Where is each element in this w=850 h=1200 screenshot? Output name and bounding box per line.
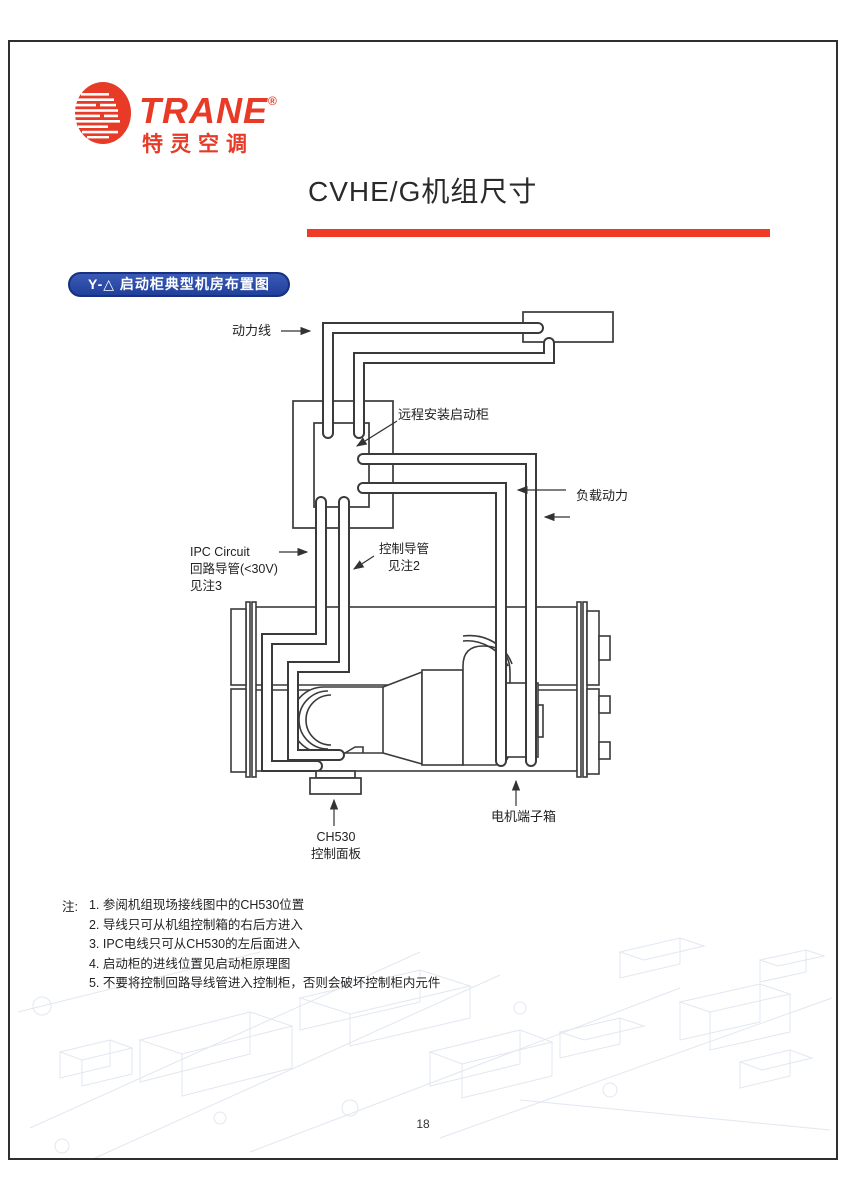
label-power-line: 动力线 (231, 323, 271, 338)
section-badge: Y-△ 启动柜典型机房布置图 (68, 272, 290, 297)
nozzle-stub (598, 741, 611, 760)
ipc-line2: 回路导管(<30V) (190, 562, 278, 576)
page-title: CVHE/G机组尺寸 (308, 176, 538, 207)
trane-chinese-name: 特灵空调 (142, 133, 254, 156)
registered-mark: ® (268, 94, 278, 108)
label-control-conduit: 控制导管 见注2 (372, 541, 436, 575)
brand-text: TRANE (139, 90, 268, 131)
note-item: 2. 导线只可从机组控制箱的右后方进入 (88, 917, 303, 932)
ch530-line2: 控制面板 (310, 847, 361, 861)
ch530-line1: CH530 (316, 830, 356, 844)
trane-globe-logo (74, 82, 131, 144)
title-underline (307, 229, 770, 237)
nozzle-stub (598, 695, 611, 714)
notes-label: 注: (62, 900, 78, 914)
ipc-line3: 见注3 (190, 579, 222, 593)
annotation-arrows (279, 326, 570, 826)
nozzle-stub (598, 635, 611, 661)
note-item: 3. IPC电线只可从CH530的左后面进入 (88, 937, 301, 951)
note-item: 4. 启动柜的进线位置见启动柜原理图 (88, 956, 291, 971)
notes-items: 1. 参阅机组现场接线图中的CH530位置 2. 导线只可从机组控制箱的右后方进… (89, 896, 440, 994)
trane-wordmark: TRANE® (139, 90, 278, 132)
label-motor-terminal-box: 电机端子箱 (491, 809, 557, 824)
page-number: 18 (416, 1117, 430, 1131)
remote-starter-arrow (355, 420, 398, 447)
compressor-casing (421, 669, 464, 766)
notes-block: 注: 1. 参阅机组现场接线图中的CH530位置 2. 导线只可从机组控制箱的右… (62, 896, 440, 994)
note-item: 5. 不要将控制回路导线管进入控制柜，否则会破坏控制柜内元件 (88, 976, 441, 990)
label-ipc-circuit: IPC Circuit 回路导管(<30V) 见注3 (190, 544, 278, 595)
page-border (8, 40, 838, 1160)
ch530-panel-shape (309, 770, 362, 795)
control-conduit-line1: 控制导管 (378, 542, 429, 556)
suction-elbow (290, 686, 383, 754)
control-conduit-line2: 见注2 (388, 559, 420, 573)
conduits (261, 322, 555, 772)
label-remote-starter: 远程安装启动柜 (398, 407, 490, 422)
ipc-line1: IPC Circuit (190, 545, 250, 559)
label-ch530: CH530 控制面板 (299, 829, 373, 863)
label-load-power: 负载动力 (576, 488, 629, 503)
note-item: 1. 参阅机组现场接线图中的CH530位置 (88, 898, 305, 912)
compressor-cone (382, 670, 423, 766)
control-conduit-arrow (352, 555, 375, 570)
